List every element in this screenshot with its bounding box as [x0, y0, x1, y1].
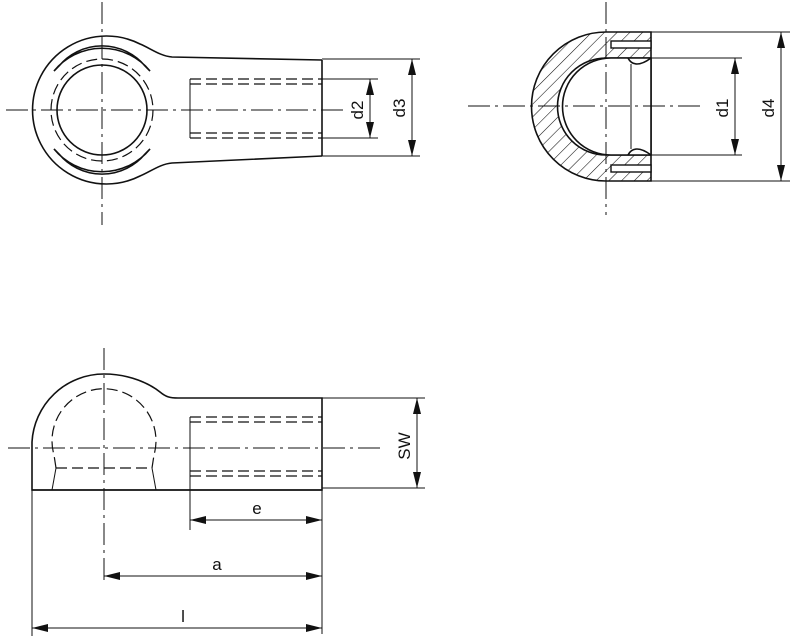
front-view: SW e a l	[8, 348, 425, 636]
chamfer	[627, 57, 652, 65]
slot-top	[53, 45, 151, 72]
slot-bottom	[610, 164, 652, 173]
arrow-icon	[104, 572, 120, 580]
inner-bore-circle	[56, 64, 148, 156]
dim-label-e: e	[252, 499, 261, 518]
slot-bottom	[53, 148, 151, 175]
ball-skirt	[151, 467, 157, 491]
slot-top	[610, 40, 652, 49]
arrow-icon	[408, 140, 416, 156]
arrow-icon	[190, 516, 206, 524]
dim-label-d1: d1	[713, 99, 732, 118]
eye-outline	[31, 35, 323, 185]
dim-label-d3: d3	[390, 99, 409, 118]
arrow-icon	[413, 398, 421, 414]
arrow-icon	[408, 59, 416, 75]
ball-skirt	[51, 467, 57, 491]
dim-label-sw: SW	[395, 432, 414, 459]
dim-label-d2: d2	[348, 101, 367, 120]
arrow-icon	[306, 624, 322, 632]
hatched-section	[530, 31, 652, 182]
arrow-icon	[777, 32, 785, 48]
arrow-icon	[731, 139, 739, 155]
hidden-ball	[51, 388, 157, 469]
inner-cavity	[561, 57, 652, 156]
arrow-icon	[32, 624, 48, 632]
top-view: d2 d3	[6, 2, 420, 225]
body-outline	[31, 373, 323, 491]
arrow-icon	[306, 516, 322, 524]
hidden-ring	[50, 58, 154, 162]
dim-label-l: l	[181, 607, 185, 626]
arrow-icon	[731, 58, 739, 74]
dim-label-d4: d4	[759, 99, 778, 118]
arrow-icon	[306, 572, 322, 580]
arrow-icon	[413, 472, 421, 488]
arrow-icon	[366, 79, 374, 95]
arrow-icon	[366, 122, 374, 138]
dim-label-a: a	[212, 555, 222, 574]
arrow-icon	[777, 165, 785, 181]
chamfer	[627, 148, 652, 156]
section-view: d1 d4	[468, 2, 790, 215]
